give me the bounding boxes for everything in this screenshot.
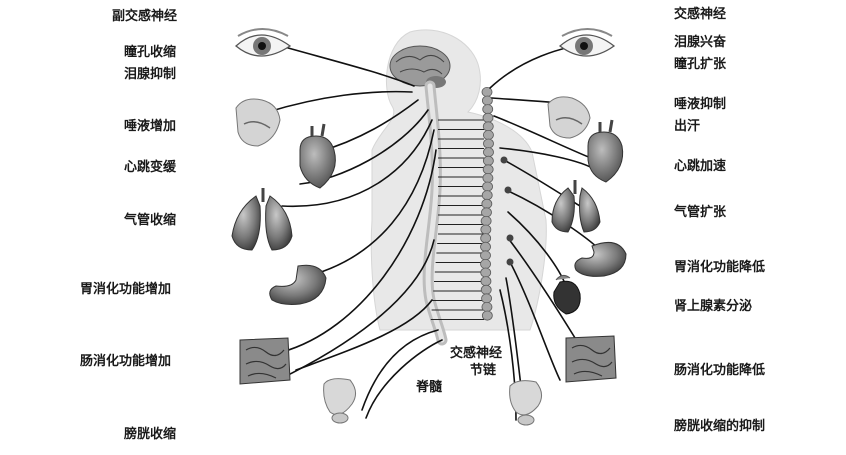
ganglion-bead [482,121,494,132]
ganglion-bead [482,104,494,115]
ganglion-bead [480,267,492,278]
ganglion-bead [481,95,493,106]
ganglion-bead [483,147,494,158]
branch-nodes [500,156,514,266]
intestines-icon-left [239,337,291,385]
right-label-stomach: 胃消化功能降低 [674,260,766,275]
lungs-icon-right [551,180,601,233]
heart-icon-right [587,119,624,183]
ganglion-bead [481,207,492,218]
left-label-trachea: 气管收缩 [124,213,177,228]
ganglion-bead [480,215,492,226]
ganglion-bead [482,172,494,183]
bladder-icon-right [509,380,542,426]
right-label-heart: 心跳加速 [674,159,727,174]
ganglion-bead [481,310,493,321]
left-label-pupil: 瞳孔收缩 [124,45,177,60]
right-label-saliva: 唾液抑制 [674,97,727,112]
ganglion-label-line2: 节链 [470,363,497,378]
stomach-icon-right [574,241,627,277]
left-label-tear: 泪腺抑制 [124,67,177,82]
right-label-tear: 泪腺兴奋 [674,35,727,50]
right-label-sweat: 出汗 [674,119,701,134]
right-label-intestine: 肠消化功能降低 [674,363,766,378]
left-label-stomach: 胃消化功能增加 [80,282,172,297]
ganglion-bead [482,155,494,166]
left-label-heart: 心跳变缓 [124,160,177,175]
ganglion-bead [483,138,494,149]
ganglion-bead [481,301,493,312]
spinal-rungs [430,119,484,321]
left-title: 副交感神经 [112,9,178,24]
eye-icon-left [235,28,292,57]
ganglion-bead [480,233,492,244]
bladder-icon-left [323,378,356,424]
spinal-cord-label: 脊髓 [416,380,443,395]
nerve-lines [267,41,601,421]
right-label-bladder: 膀胱收缩的抑制 [674,419,766,434]
ganglion-bead [481,198,493,209]
lungs-icon-left [231,188,293,251]
ganglion-bead [483,129,494,140]
ganglion-bead [482,164,494,175]
intestines-icon-right [565,335,617,383]
ganglion-bead [480,284,492,295]
heart-icon-left [299,123,336,189]
ganglion-bead [480,241,491,252]
ganglion-bead [481,190,493,201]
salivary-gland-icon-left [235,98,281,147]
left-label-saliva: 唾液增加 [124,119,177,134]
sympathetic-ganglion-chain [480,87,494,321]
right-label-trachea: 气管扩张 [674,205,727,220]
left-label-bladder: 膀胱收缩 [124,427,177,442]
adrenal-kidney-icon-right [553,274,581,315]
ganglion-bead [481,293,492,304]
right-title: 交感神经 [674,7,727,22]
eye-icon-right [558,28,616,57]
ganglion-bead [480,258,491,269]
ganglion-bead [481,87,493,98]
body-silhouette [370,29,547,331]
ganglion-bead [480,276,492,287]
ganglion-bead [482,181,493,192]
salivary-gland-icon-right [547,96,591,139]
stomach-icon-left [269,264,327,305]
right-label-adrenal: 肾上腺素分泌 [674,299,753,314]
ganglion-bead [480,224,492,235]
ganglion-label-line1: 交感神经 [450,346,503,361]
left-label-intestine: 肠消化功能增加 [80,354,172,369]
ganglion-bead [482,112,494,123]
right-label-pupil: 瞳孔扩张 [674,57,727,72]
ganglion-bead [480,250,491,261]
